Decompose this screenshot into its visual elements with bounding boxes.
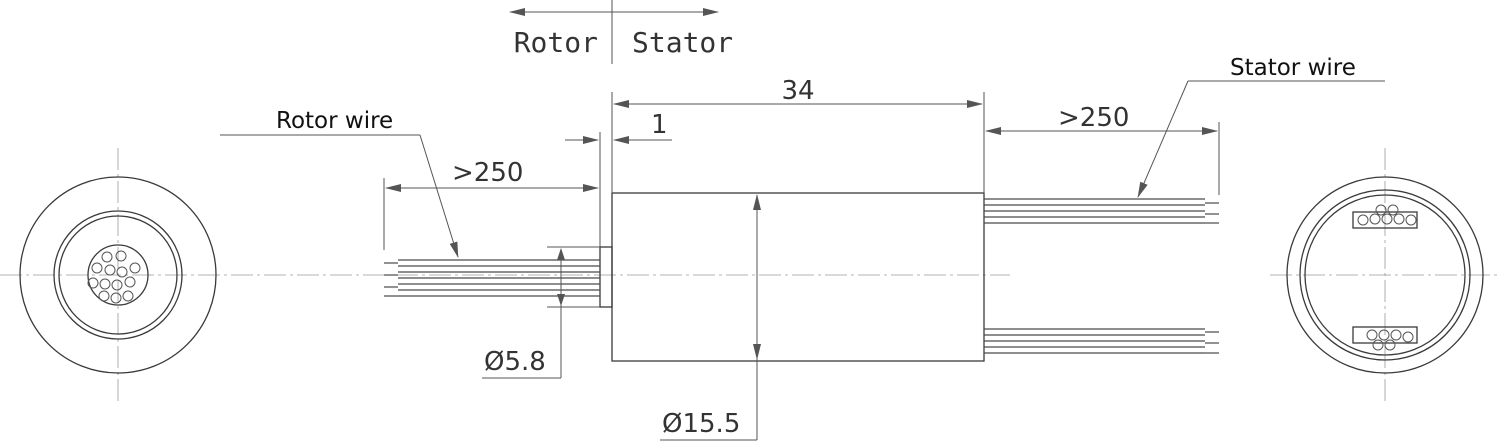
rotor-wire-length-value: >250 <box>452 158 523 188</box>
slip-ring-body <box>599 192 985 362</box>
rotor-wire-label: Rotor wire <box>276 108 393 134</box>
rotor-wires <box>384 259 600 297</box>
centerlines <box>0 148 1499 405</box>
rotor-wire-bundle <box>87 250 141 304</box>
rotor-direction-label: Rotor <box>514 26 598 59</box>
stator-end-view <box>1286 176 1484 374</box>
dimension-flange: 1 <box>565 110 672 247</box>
stator-wire-callout: Stator wire <box>1137 55 1385 198</box>
flange-value: 1 <box>651 110 668 140</box>
body-diameter-value: Ø15.5 <box>662 409 740 439</box>
stator-wire-label: Stator wire <box>1230 55 1356 81</box>
stator-wire-bundle-bottom <box>1366 329 1414 351</box>
dimension-stator-wire-length: >250 <box>985 103 1220 195</box>
rotor-wire-callout: Rotor wire <box>220 108 459 258</box>
dimension-length: 34 <box>611 76 985 193</box>
dimension-rotor-wire-length: >250 <box>383 158 599 250</box>
rotor-diameter-value: Ø5.8 <box>484 347 546 377</box>
stator-direction-label: Stator <box>632 26 733 59</box>
length-value: 34 <box>781 76 814 106</box>
direction-indicator: Rotor Stator <box>509 0 733 64</box>
stator-wires <box>984 198 1219 354</box>
stator-wire-bundle-top <box>1357 204 1417 226</box>
stator-wire-length-value: >250 <box>1058 103 1129 133</box>
rotor-end-view <box>19 176 217 374</box>
dimension-rotor-diameter: Ø5.8 <box>482 246 600 379</box>
dimension-body-diameter: Ø15.5 <box>660 194 761 441</box>
